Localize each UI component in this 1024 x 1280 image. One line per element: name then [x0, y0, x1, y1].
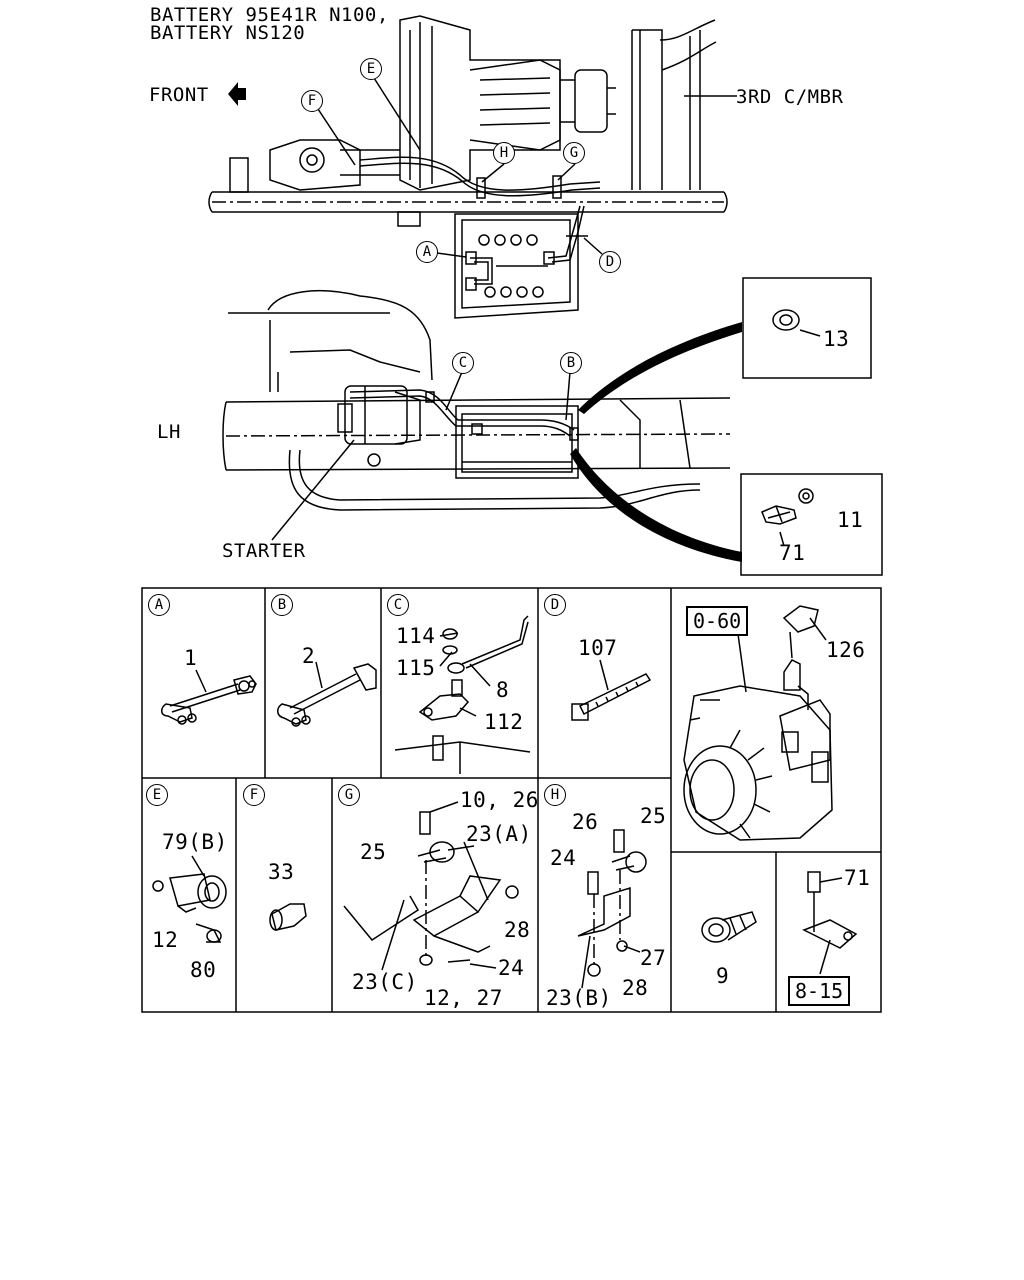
lh-label: LH	[157, 421, 181, 443]
front-label: FRONT	[149, 84, 209, 106]
cell-h-ref: H	[544, 784, 566, 806]
cell-c-ref: C	[387, 594, 409, 616]
reference-box-0-60: 0-60	[686, 606, 749, 636]
cell-e-ref: E	[146, 784, 168, 806]
part-number-1: 1	[184, 646, 198, 670]
part-number-23c: 23(C)	[352, 970, 418, 994]
side-view-drawing	[222, 289, 821, 562]
callout-h: H	[493, 142, 515, 164]
starter-label: STARTER	[222, 540, 306, 562]
part-number-23a: 23(A)	[466, 822, 532, 846]
detail-box-13	[742, 277, 872, 379]
part-number-26-h: 26	[572, 810, 599, 834]
part-g-bracket-drawing	[343, 801, 519, 971]
part-2-battery-cable-drawing	[277, 661, 377, 727]
callout-d: D	[599, 251, 621, 273]
reference-box-8-15: 8-15	[788, 976, 851, 1006]
part-number-10-26: 10, 26	[460, 788, 539, 812]
detail-box-11-71	[740, 473, 883, 576]
part-33-cap-drawing	[269, 903, 307, 931]
callout-a: A	[416, 241, 438, 263]
part-71-detail-label: 71	[779, 541, 806, 565]
part-c-terminal-drawing	[394, 615, 531, 774]
part-11-label: 11	[837, 508, 864, 532]
part-h-bracket-drawing	[577, 829, 647, 989]
part-number-8: 8	[496, 678, 510, 702]
part-79b-clip-drawing	[152, 855, 227, 943]
part-number-23b: 23(B)	[546, 986, 612, 1010]
part-number-126: 126	[826, 638, 866, 662]
part-number-107: 107	[578, 636, 618, 660]
part-number-24-g: 24	[498, 956, 525, 980]
part-number-9: 9	[716, 964, 730, 988]
part-1-battery-cable-drawing	[161, 669, 257, 725]
cell-d-ref: D	[544, 594, 566, 616]
cell-f-ref: F	[243, 784, 265, 806]
cell-a-ref: A	[148, 594, 170, 616]
part-number-25-h: 25	[640, 804, 667, 828]
part-number-71: 71	[844, 866, 871, 890]
cell-b-ref: B	[271, 594, 293, 616]
part-13-label: 13	[823, 327, 850, 351]
part-71-bolt-drawing	[802, 871, 858, 975]
callout-e: E	[360, 58, 382, 80]
part-number-28-g: 28	[504, 918, 531, 942]
parts-grid-lines	[141, 587, 882, 1013]
part-number-112: 112	[484, 710, 524, 734]
part-number-80: 80	[190, 958, 217, 982]
part-number-25-g: 25	[360, 840, 387, 864]
header-line-2: BATTERY NS120	[150, 22, 306, 44]
alternator-drawing	[683, 605, 833, 841]
callout-f: F	[301, 90, 323, 112]
part-number-24-h: 24	[550, 846, 577, 870]
header-line-1: BATTERY 95E41R N100,	[150, 4, 389, 26]
part-9-clamp-drawing	[701, 911, 757, 943]
part-number-27-h: 27	[640, 946, 667, 970]
front-arrow-icon	[228, 82, 246, 106]
part-number-2: 2	[302, 644, 316, 668]
callout-g: G	[563, 142, 585, 164]
part-number-12-27: 12, 27	[424, 986, 503, 1010]
callout-b: B	[560, 352, 582, 374]
part-number-33: 33	[268, 860, 295, 884]
part-number-12: 12	[152, 928, 179, 952]
part-number-114: 114	[396, 624, 436, 648]
cell-g-ref: G	[338, 784, 360, 806]
part-107-cable-tie-drawing	[571, 659, 652, 721]
top-view-drawing	[208, 15, 737, 319]
part-number-115: 115	[396, 656, 436, 680]
part-number-79b: 79(B)	[162, 830, 228, 854]
part-number-28-h: 28	[622, 976, 649, 1000]
third-crossmember-label: 3RD C/MBR	[736, 86, 844, 108]
callout-c: C	[452, 352, 474, 374]
